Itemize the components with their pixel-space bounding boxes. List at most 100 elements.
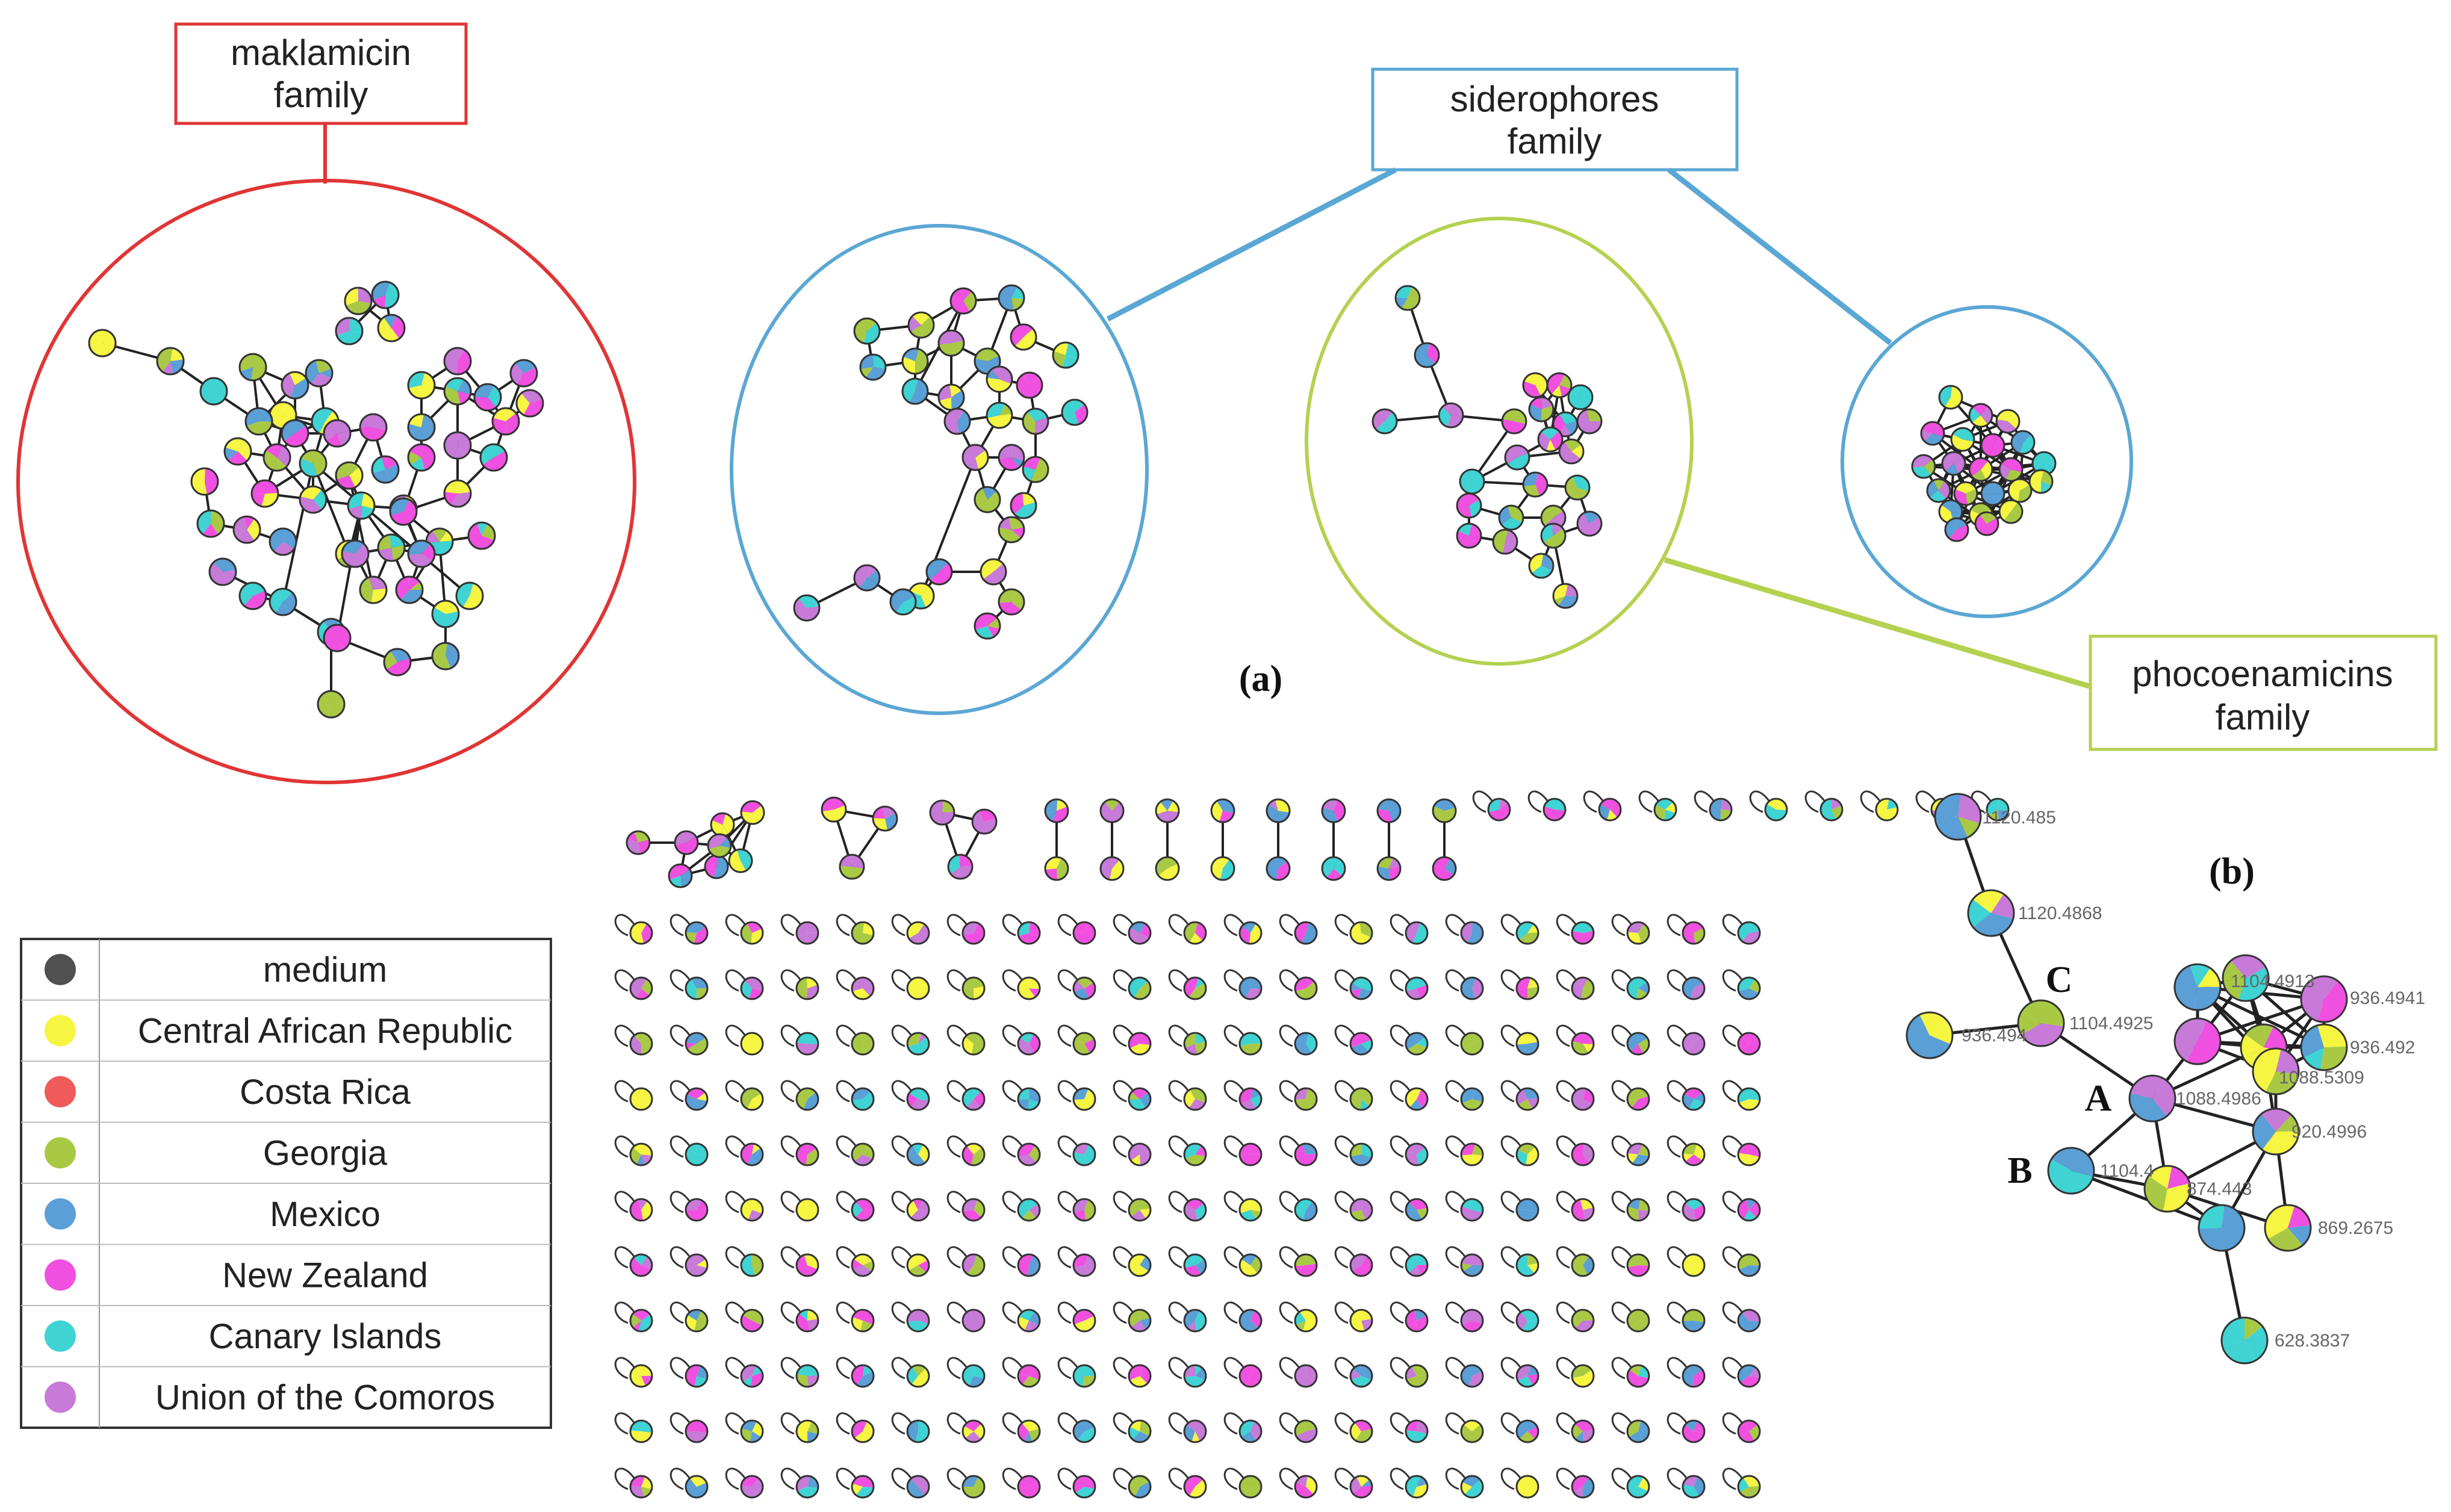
self-loop (1390, 914, 1412, 937)
network-node (431, 642, 460, 671)
self-loop (1667, 1246, 1689, 1269)
singleton-node (836, 1135, 875, 1167)
network-node (1238, 1198, 1263, 1222)
network-node (795, 976, 819, 1000)
self-loop (891, 914, 913, 937)
network-node (1294, 976, 1318, 1000)
node-outline (1238, 1419, 1263, 1443)
pie-slice (1378, 799, 1399, 811)
pie-slice (1683, 1254, 1705, 1267)
node-outline (1737, 1419, 1761, 1443)
pie-slice (1075, 1032, 1095, 1044)
node-outline (1571, 1142, 1595, 1167)
singleton-node (614, 1412, 653, 1443)
panel-b-node (2220, 1316, 2269, 1365)
node-outline (629, 1087, 653, 1111)
node-outline (1456, 522, 1482, 549)
pie-slice (1024, 1431, 1033, 1443)
node-outline (208, 557, 237, 586)
pie-slice (1018, 1099, 1029, 1110)
pie-slice (1020, 1033, 1034, 1044)
pie-slice (630, 1147, 641, 1165)
node-outline (961, 444, 989, 471)
singleton-node (725, 1191, 764, 1222)
pie-slice (2262, 1131, 2299, 1155)
self-loop (1223, 1191, 1246, 1213)
network-node (740, 1253, 764, 1277)
pie-slice (965, 1431, 981, 1442)
panel-b-node (1967, 889, 2015, 937)
network-node (1998, 499, 2024, 524)
singleton-node (1445, 1357, 1484, 1388)
network-node (1980, 481, 2005, 506)
pie-slice (803, 1044, 818, 1055)
node-outline (961, 1087, 986, 1111)
node-outline (1349, 1419, 1373, 1443)
network-node (1626, 1142, 1650, 1167)
node-outline (1183, 976, 1207, 1000)
self-loop (1667, 969, 1689, 992)
pie-slice (2003, 502, 2022, 523)
pie-slice (1295, 978, 1314, 991)
phocoenamicins-circle (1305, 217, 1694, 666)
pie-slice (516, 367, 538, 386)
pie-slice (1191, 1431, 1200, 1442)
network-node (1953, 481, 1978, 506)
singleton-node (1279, 1467, 1318, 1499)
pie-slice (1062, 399, 1085, 425)
node-outline (901, 377, 929, 405)
pie-slice (1980, 512, 1997, 524)
pie-slice (1295, 922, 1309, 943)
singleton-node (669, 1357, 709, 1388)
pie-slice (1211, 801, 1223, 822)
pie-slice (907, 1422, 918, 1442)
singleton-node (1334, 1246, 1373, 1277)
pie-slice (912, 312, 931, 325)
self-loop (836, 914, 858, 937)
node-outline (2198, 1204, 2246, 1252)
pie-slice (1687, 1365, 1703, 1376)
pie-slice (1547, 373, 1565, 394)
singleton-node (1667, 1467, 1706, 1499)
pie-slice (741, 1478, 763, 1498)
pie-slice (938, 330, 964, 345)
singleton-node (1279, 1024, 1318, 1056)
node-outline (851, 1364, 875, 1388)
pie-slice (1684, 1088, 1703, 1099)
pie-slice (1627, 1033, 1648, 1052)
network-node (1238, 1087, 1263, 1111)
pie-slice (1527, 1147, 1538, 1157)
network-node (1072, 1087, 1096, 1111)
pie-slice (1022, 493, 1036, 506)
legend-row: New Zealand (21, 1244, 551, 1295)
node-outline (1294, 1364, 1318, 1388)
singleton-node (1279, 1412, 1318, 1443)
self-loop (1722, 914, 1744, 937)
pie-slice (1017, 1475, 1039, 1491)
network-node (1571, 921, 1595, 945)
network-node (949, 287, 977, 315)
pie-slice (1517, 1476, 1538, 1492)
self-loop (891, 1412, 913, 1435)
network-node (1515, 1087, 1539, 1111)
network-node (1183, 921, 1207, 945)
singleton-node (1002, 1080, 1041, 1111)
pie-slice (1527, 1426, 1538, 1439)
network-node (1968, 457, 1993, 482)
node-outline (1626, 1032, 1650, 1056)
pie-slice (1559, 424, 1571, 437)
node-outline (1349, 1087, 1373, 1111)
pie-slice (336, 462, 359, 480)
node-outline (1737, 921, 1761, 945)
network-node (851, 1032, 875, 1056)
network-node (1238, 1253, 1263, 1277)
node-outline (1349, 1309, 1373, 1333)
singleton-node (1223, 1135, 1263, 1167)
self-loop (1168, 969, 1190, 992)
pie-slice (1942, 452, 1963, 472)
network-node (1528, 553, 1555, 579)
pie-slice (797, 1365, 818, 1376)
pie-slice (360, 587, 373, 603)
node-outline (629, 1419, 653, 1443)
singleton-node (1667, 1135, 1706, 1167)
